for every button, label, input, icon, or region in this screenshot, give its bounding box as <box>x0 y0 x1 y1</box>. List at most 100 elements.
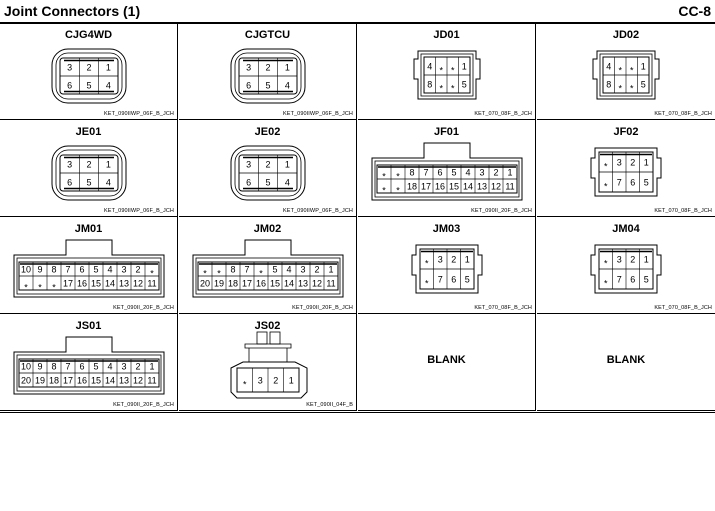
pin-label: 2 <box>265 160 270 170</box>
pin-label: 14 <box>284 279 294 289</box>
blank-label: BLANK <box>606 354 646 366</box>
pin-label: 13 <box>119 376 129 386</box>
pin-label: * <box>396 186 400 196</box>
pin-label: 16 <box>77 376 87 386</box>
pin-label: 3 <box>479 168 484 178</box>
pin-label: 3 <box>300 265 305 275</box>
pin-label: 8 <box>230 265 235 275</box>
connector-part-code: KET_070_08F_B_JCH <box>474 111 532 117</box>
pin-label: 14 <box>105 279 115 289</box>
pin-label: 14 <box>105 376 115 386</box>
pin-label: 1 <box>641 62 646 72</box>
connector-name: JE01 <box>75 126 102 138</box>
pin-label: 2 <box>135 362 140 372</box>
pin-label: * <box>425 279 429 289</box>
pin-label: 10 <box>21 265 31 275</box>
pin-label: 3 <box>246 160 251 170</box>
pin-label: 5 <box>644 275 649 285</box>
pin-label: * <box>24 283 28 293</box>
pin-label: 12 <box>312 279 322 289</box>
pin-label: 4 <box>107 362 112 372</box>
pin-label: * <box>243 380 247 390</box>
pin-label: 4 <box>106 178 111 188</box>
pin-label: 16 <box>435 182 445 192</box>
pin-label: 17 <box>63 376 73 386</box>
pin-label: 6 <box>79 362 84 372</box>
pin-label: * <box>38 283 42 293</box>
pin-label: 19 <box>214 279 224 289</box>
connector-part-code: KET_090IIWP_06F_B_JCH <box>104 208 174 214</box>
pin-label: 16 <box>77 279 87 289</box>
pin-label: 5 <box>265 81 270 91</box>
connector-part-code: KET_090II_20F_B_JCH <box>113 402 174 408</box>
pin-label: * <box>439 84 443 94</box>
pin-label: 2 <box>86 63 91 73</box>
pin-label: 1 <box>149 362 154 372</box>
connector-name: JD02 <box>612 29 640 41</box>
pin-label: 20 <box>200 279 210 289</box>
page-header: Joint Connectors (1) CC-8 <box>0 0 715 24</box>
pin-label: * <box>618 66 622 76</box>
pin-label: 8 <box>51 362 56 372</box>
pin-label: 1 <box>644 158 649 168</box>
pin-label: * <box>150 269 154 279</box>
pin-label: 15 <box>449 182 459 192</box>
pin-label: 2 <box>265 63 270 73</box>
pin-label: 8 <box>409 168 414 178</box>
connector-part-code: KET_090IIWP_06F_B_JCH <box>283 111 353 117</box>
connector-name: CJG4WD <box>64 29 113 41</box>
pin-label: 11 <box>326 279 335 289</box>
pin-label: 17 <box>242 279 252 289</box>
pin-label: 8 <box>606 80 611 90</box>
pin-label: 5 <box>451 168 456 178</box>
pin-label: 6 <box>79 265 84 275</box>
pin-label: 13 <box>119 279 129 289</box>
pin-label: 19 <box>35 376 45 386</box>
pin-label: 3 <box>246 63 251 73</box>
pin-label: 6 <box>67 81 72 91</box>
pin-label: 13 <box>477 182 487 192</box>
pin-label: 7 <box>617 178 622 188</box>
pin-label: 15 <box>91 279 101 289</box>
pin-label: * <box>382 172 386 182</box>
connector-name: CJGTCU <box>244 29 291 41</box>
pin-label: * <box>451 84 455 94</box>
connector-name: JE02 <box>254 126 281 138</box>
pin-label: 6 <box>437 168 442 178</box>
pin-label: 3 <box>121 362 126 372</box>
pin-label: 15 <box>270 279 280 289</box>
pin-label: 8 <box>427 80 432 90</box>
pin-label: 2 <box>630 158 635 168</box>
blank-cell: BLANK <box>537 314 715 411</box>
connector-name: JM02 <box>253 223 282 235</box>
connector-part-code: KET_070_08F_B_JCH <box>474 305 532 311</box>
pin-label: * <box>604 182 608 192</box>
pin-label: * <box>217 269 221 279</box>
pin-label: 18 <box>49 376 59 386</box>
pin-label: 17 <box>421 182 431 192</box>
pin-label: 9 <box>37 362 42 372</box>
pin-label: 2 <box>451 255 456 265</box>
connector-name: JD01 <box>433 29 460 41</box>
pin-label: 2 <box>630 255 635 265</box>
connector-part-code: KET_090II_04F_B <box>306 402 353 408</box>
pin-label: 4 <box>427 62 432 72</box>
pin-label: 4 <box>285 81 290 91</box>
pin-label: * <box>425 259 429 269</box>
pin-label: 5 <box>641 80 646 90</box>
